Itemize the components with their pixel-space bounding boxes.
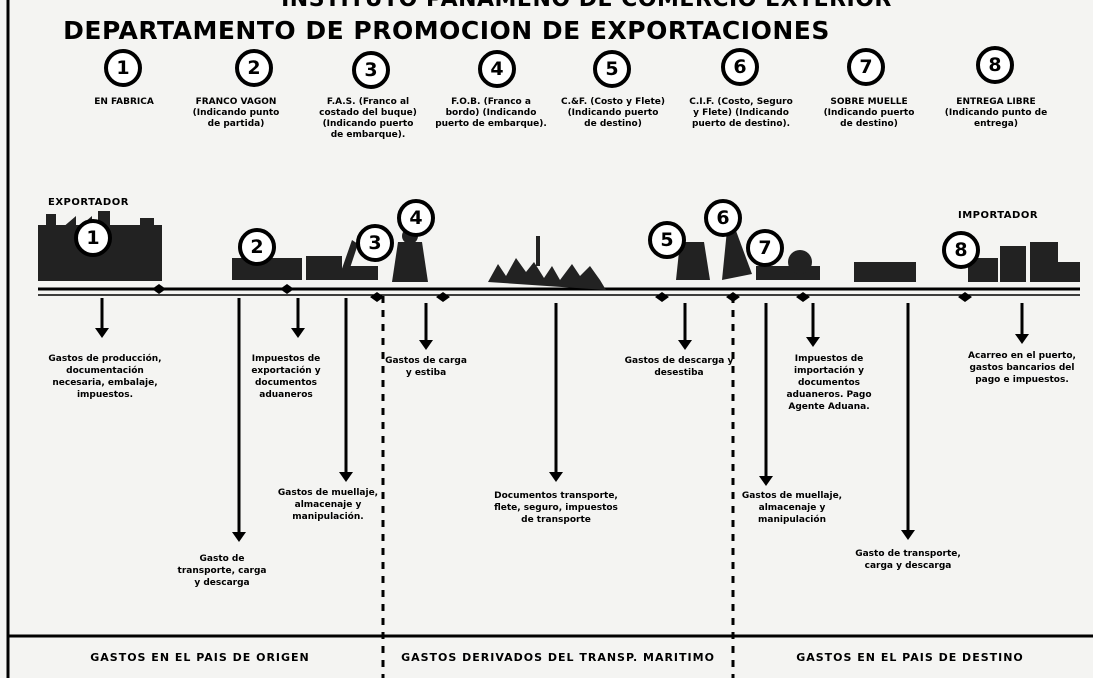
timeline-marker-2: 2	[238, 228, 276, 266]
timeline-marker-5: 5	[648, 221, 686, 259]
cost-unloading: Gastos de descarga y desestiba	[624, 356, 734, 378]
cost-loading: Gastos de carga y estiba	[385, 356, 467, 378]
term-caption-8: ENTREGA LIBRE (Indicando punto de entreg…	[944, 97, 1048, 129]
cost-export-taxes: Impuestos de exportación y documentos ad…	[251, 354, 321, 400]
department-title: DEPARTAMENTO DE PROMOCION DE EXPORTACION…	[63, 16, 830, 45]
section-destination-costs: GASTOS EN EL PAIS DE DESTINO	[796, 651, 1024, 664]
cost-wharfage-destination: Gastos de muellaje, almacenaje y manipul…	[741, 491, 843, 525]
cost-import-taxes: Impuestos de importación y documentos ad…	[786, 354, 872, 412]
timeline-marker-4: 4	[397, 199, 435, 237]
cost-wharfage-origin: Gastos de muellaje, almacenaje y manipul…	[277, 488, 379, 522]
term-number-8: 8	[976, 46, 1014, 84]
cost-transport-destination: Gasto de transporte, carga y descarga	[855, 549, 961, 571]
timeline-marker-3: 3	[356, 224, 394, 262]
term-number-3: 3	[352, 51, 390, 89]
term-number-7: 7	[847, 48, 885, 86]
term-number-4: 4	[478, 50, 516, 88]
term-number-1: 1	[104, 49, 142, 87]
term-number-5: 5	[593, 50, 631, 88]
term-number-2: 2	[235, 49, 273, 87]
cost-arrows	[95, 298, 1029, 542]
importer-label: IMPORTADOR	[958, 210, 1039, 221]
timeline-marker-1: 1	[74, 219, 112, 257]
institution-title: INSTITUTO PANAMEÑO DE COMERCIO EXTERIOR	[40, 0, 1093, 12]
term-caption-4: F.O.B. (Franco a bordo) (Indicando puert…	[435, 97, 547, 129]
exporter-label: EXPORTADOR	[48, 197, 129, 208]
term-caption-3: F.A.S. (Franco al costado del buque) (In…	[319, 97, 417, 140]
term-number-6: 6	[721, 48, 759, 86]
section-origin-costs: GASTOS EN EL PAIS DE ORIGEN	[90, 651, 310, 664]
truck-illustration	[854, 262, 916, 282]
timeline-marker-7: 7	[746, 229, 784, 267]
term-caption-1: EN FABRICA	[94, 97, 154, 107]
term-caption-5: C.&F. (Costo y Flete) (Indicando puerto …	[561, 97, 665, 129]
term-caption-6: C.I.F. (Costo, Seguro y Flete) (Indicand…	[689, 97, 793, 129]
timeline-bowtie-markers	[152, 284, 972, 302]
term-caption-2: FRANCO VAGON (Indicando punto de partida…	[192, 97, 280, 129]
term-caption-7: SOBRE MUELLE (Indicando puerto de destin…	[823, 97, 915, 129]
section-maritime-costs: GASTOS DERIVADOS DEL TRANSP. MARITIMO	[401, 651, 715, 664]
timeline-marker-6: 6	[704, 199, 742, 237]
timeline-marker-8: 8	[942, 231, 980, 269]
cost-production: Gastos de producción, documentación nece…	[48, 354, 162, 400]
importer-buildings-illustration	[968, 242, 1080, 282]
ship-illustration	[488, 236, 606, 290]
cost-delivery: Acarreo en el puerto, gastos bancarios d…	[968, 351, 1076, 385]
cost-transport-origin: Gasto de transporte, carga y descarga	[177, 554, 267, 588]
cost-maritime-transport: Documentos transporte, flete, seguro, im…	[494, 491, 618, 525]
